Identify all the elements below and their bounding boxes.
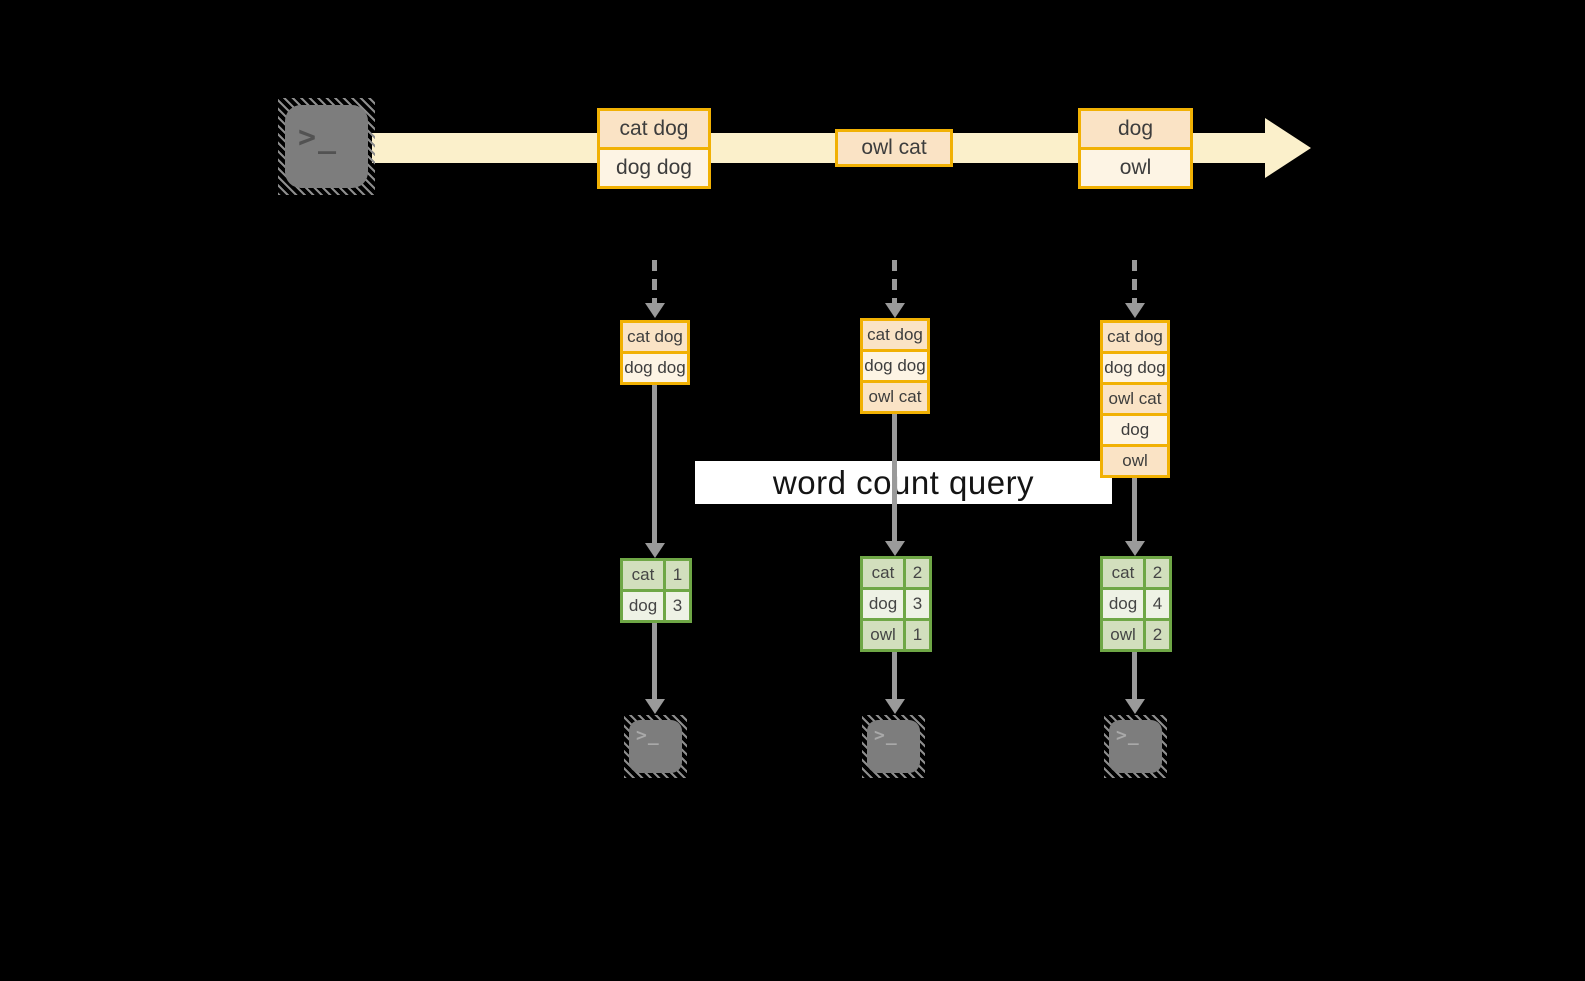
sink-arrow-line	[1132, 652, 1137, 700]
record-stack-3: cat dog dog dog owl cat dog owl	[1100, 320, 1170, 478]
query-arrow-line	[652, 385, 657, 544]
result-count: 2	[1146, 559, 1169, 587]
terminal-body	[867, 720, 920, 773]
dashed-arrow-line	[652, 260, 657, 304]
stream-record-box-2: owl cat	[835, 129, 953, 167]
terminal-body	[629, 720, 682, 773]
stack-cell: dog dog	[623, 354, 687, 382]
terminal-prompt-icon: >_	[298, 120, 339, 155]
sink-arrow-head-icon	[645, 699, 665, 714]
terminal-prompt-icon: >_	[874, 725, 898, 746]
result-table-3: cat 2 dog 4 owl 2	[1100, 556, 1172, 652]
terminal-body	[285, 105, 368, 188]
sink-terminal-icon-2: >_	[862, 715, 925, 778]
result-count: 3	[906, 590, 929, 618]
result-word: cat	[1103, 559, 1143, 587]
stream-record-box-3: dog owl	[1078, 108, 1193, 189]
result-count: 1	[906, 621, 929, 649]
query-arrow-head-icon	[1125, 541, 1145, 556]
source-terminal-icon: >_	[278, 98, 375, 195]
record-cell: cat dog	[600, 111, 708, 147]
sink-terminal-icon-3: >_	[1104, 715, 1167, 778]
query-arrow-head-icon	[645, 543, 665, 558]
stack-cell: dog	[1103, 416, 1167, 444]
result-word: owl	[863, 621, 903, 649]
query-arrow-line	[1132, 478, 1137, 542]
terminal-body	[1109, 720, 1162, 773]
dashed-arrow-line	[892, 260, 897, 304]
stack-cell: cat dog	[623, 323, 687, 351]
stack-cell: dog dog	[1103, 354, 1167, 382]
result-count: 2	[906, 559, 929, 587]
query-label-text: word count query	[772, 463, 1035, 501]
stack-cell: owl cat	[1103, 385, 1167, 413]
record-cell: owl	[1081, 150, 1190, 186]
query-arrow-line	[892, 414, 897, 542]
record-stack-2: cat dog dog dog owl cat	[860, 318, 930, 414]
stream-record-box-1: cat dog dog dog	[597, 108, 711, 189]
record-cell: owl cat	[838, 132, 950, 164]
result-word: dog	[623, 592, 663, 620]
sink-arrow-line	[892, 652, 897, 700]
sink-arrow-head-icon	[1125, 699, 1145, 714]
stack-cell: owl cat	[863, 383, 927, 411]
result-word: cat	[863, 559, 903, 587]
dashed-arrow-line	[1132, 260, 1137, 304]
dashed-arrow-head-icon	[885, 303, 905, 318]
result-count: 4	[1146, 590, 1169, 618]
stack-cell: dog dog	[863, 352, 927, 380]
terminal-prompt-icon: >_	[636, 725, 660, 746]
record-stack-1: cat dog dog dog	[620, 320, 690, 385]
terminal-prompt-icon: >_	[1116, 725, 1140, 746]
record-cell: dog	[1081, 111, 1190, 147]
result-word: dog	[863, 590, 903, 618]
result-count: 3	[666, 592, 689, 620]
stack-cell: owl	[1103, 447, 1167, 475]
stack-cell: cat dog	[1103, 323, 1167, 351]
stream-arrowhead-icon	[1265, 118, 1311, 178]
record-cell: dog dog	[600, 150, 708, 186]
query-arrow-head-icon	[885, 541, 905, 556]
result-word: cat	[623, 561, 663, 589]
sink-arrow-head-icon	[885, 699, 905, 714]
result-count: 1	[666, 561, 689, 589]
sink-terminal-icon-1: >_	[624, 715, 687, 778]
dashed-arrow-head-icon	[645, 303, 665, 318]
sink-arrow-line	[652, 623, 657, 700]
dashed-arrow-head-icon	[1125, 303, 1145, 318]
result-table-1: cat 1 dog 3	[620, 558, 692, 623]
result-word: dog	[1103, 590, 1143, 618]
result-count: 2	[1146, 621, 1169, 649]
stack-cell: cat dog	[863, 321, 927, 349]
result-table-2: cat 2 dog 3 owl 1	[860, 556, 932, 652]
query-label: word count query	[695, 461, 1112, 504]
result-word: owl	[1103, 621, 1143, 649]
